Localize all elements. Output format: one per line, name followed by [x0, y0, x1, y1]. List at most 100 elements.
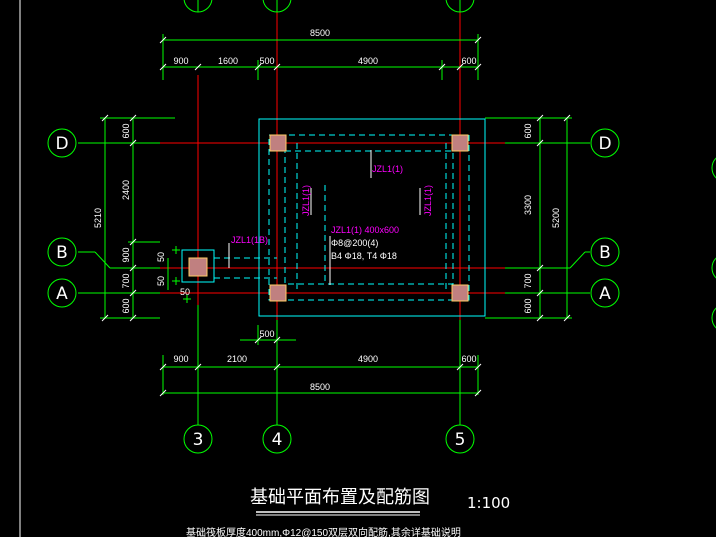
foundation-outline [181, 118, 486, 317]
tick [129, 289, 137, 297]
dim-left-seg-2: 2400 [121, 180, 131, 200]
pad-small-dims: 50 50 50 [156, 252, 190, 297]
beam-label-left: JZL1(1) [301, 185, 311, 216]
tick [129, 264, 137, 272]
tick [194, 63, 202, 71]
dim-left-seg-5: 600 [121, 298, 131, 313]
bubble-row-b-right [590, 237, 620, 267]
drawing-scale: 1:100 [467, 494, 510, 512]
tick [563, 114, 571, 122]
bubble-edge-3 [711, 307, 716, 329]
tick [159, 389, 167, 397]
title-block: 基础平面布置及配筋图 1:100 基础筏板厚度400mm,Φ12@150双层双向… [186, 487, 510, 537]
beam-dashed-lines [214, 134, 470, 301]
tick [474, 63, 482, 71]
label-col-3: 3 [193, 430, 204, 450]
bubble-row-d-left [47, 128, 77, 158]
bubble-row-b-left [47, 237, 77, 267]
pad-markers [167, 246, 191, 303]
bubble-edge-1 [711, 157, 716, 179]
dim-top-seg-5: 600 [461, 56, 476, 66]
beam-label-main: JZL1(1) 400x600 [331, 225, 399, 235]
tick [101, 114, 109, 122]
dim-bottom-total: 8500 [310, 382, 330, 392]
dim-right-seg-1: 600 [523, 123, 533, 138]
tick [159, 63, 167, 71]
tick [129, 139, 137, 147]
dimension-texts: 8500 900 1600 500 4900 600 500 900 2100 … [93, 28, 561, 392]
beam-labels: JZL1(1) JZL1(1) JZL1(1) JZL1(1B) JZL1(1)… [231, 164, 433, 261]
column-4-d [269, 134, 287, 152]
dim-left-total: 5210 [93, 208, 103, 228]
tick [474, 363, 482, 371]
columns [188, 134, 469, 302]
dim-right-total: 5200 [551, 208, 561, 228]
side-pad-outline [181, 249, 215, 283]
tick [273, 63, 281, 71]
bubble-col-3 [183, 424, 213, 454]
dim-left-seg-4: 700 [121, 273, 131, 288]
beam-label-right: JZL1(1) [423, 185, 433, 216]
label-row-d-right: D [598, 134, 611, 154]
dimension-ticks [101, 36, 571, 397]
tick [254, 336, 262, 344]
pad-dim-c: 50 [180, 287, 190, 297]
tick [536, 314, 544, 322]
tick [536, 139, 544, 147]
raft-outline [258, 118, 486, 317]
tick [129, 114, 137, 122]
tick [273, 363, 281, 371]
dim-top-seg-3: 500 [259, 56, 274, 66]
column-3-ab [188, 257, 208, 277]
leader-lines [228, 150, 421, 285]
dim-right-seg-4: 600 [523, 298, 533, 313]
ext-row-b-right-b [569, 251, 586, 269]
grid-extension-lines [78, 0, 590, 425]
bubble-row-a-right [590, 278, 620, 308]
beam-bars: B4 Φ18, T4 Φ18 [331, 251, 397, 261]
dim-top-total: 8500 [310, 28, 330, 38]
label-col-5: 5 [455, 430, 466, 450]
tick [474, 36, 482, 44]
tick [563, 314, 571, 322]
label-row-a-right: A [599, 284, 611, 304]
grid-axes [160, 12, 505, 320]
dim-right-seg-3: 700 [523, 273, 533, 288]
beam-label-top: JZL1(1) [372, 164, 403, 174]
grid-bubbles: 3 4 5 D B A D B A [47, 0, 716, 454]
dim-bottom-seg-4: 600 [461, 354, 476, 364]
dimension-lines [100, 34, 572, 395]
dim-top-seg-2: 1600 [218, 56, 238, 66]
dim-top-seg-4: 4900 [358, 56, 378, 66]
pad-dim-a: 50 [156, 252, 166, 262]
tick [536, 114, 544, 122]
label-col-4: 4 [272, 430, 283, 450]
column-4-a [269, 284, 287, 302]
pad-dim-b: 50 [156, 276, 166, 286]
beam-inner-dashed [284, 150, 454, 285]
drawing-title: 基础平面布置及配筋图 [250, 487, 430, 508]
label-row-b-right: B [599, 243, 611, 263]
tick [438, 63, 446, 71]
drawing-note: 基础筏板厚度400mm,Φ12@150双层双向配筋,其余详基础说明 [186, 526, 461, 537]
tick [254, 63, 262, 71]
column-5-a [451, 284, 469, 302]
dim-left-seg-3: 900 [121, 247, 131, 262]
tick [101, 314, 109, 322]
tick [474, 389, 482, 397]
label-row-a-left: A [56, 284, 68, 304]
tick [456, 63, 464, 71]
dim-bottom-seg-1: 900 [173, 354, 188, 364]
bubble-col-4-top [262, 0, 292, 13]
tick [129, 238, 137, 246]
tick [159, 363, 167, 371]
dim-right-seg-2: 3300 [523, 195, 533, 215]
label-row-b-left: B [56, 243, 68, 263]
bubble-col-4 [262, 424, 292, 454]
beam-outer-dashed [268, 134, 470, 301]
tick [536, 264, 544, 272]
bubble-row-a-left [47, 278, 77, 308]
dim-top-seg-1: 900 [173, 56, 188, 66]
tick [159, 36, 167, 44]
